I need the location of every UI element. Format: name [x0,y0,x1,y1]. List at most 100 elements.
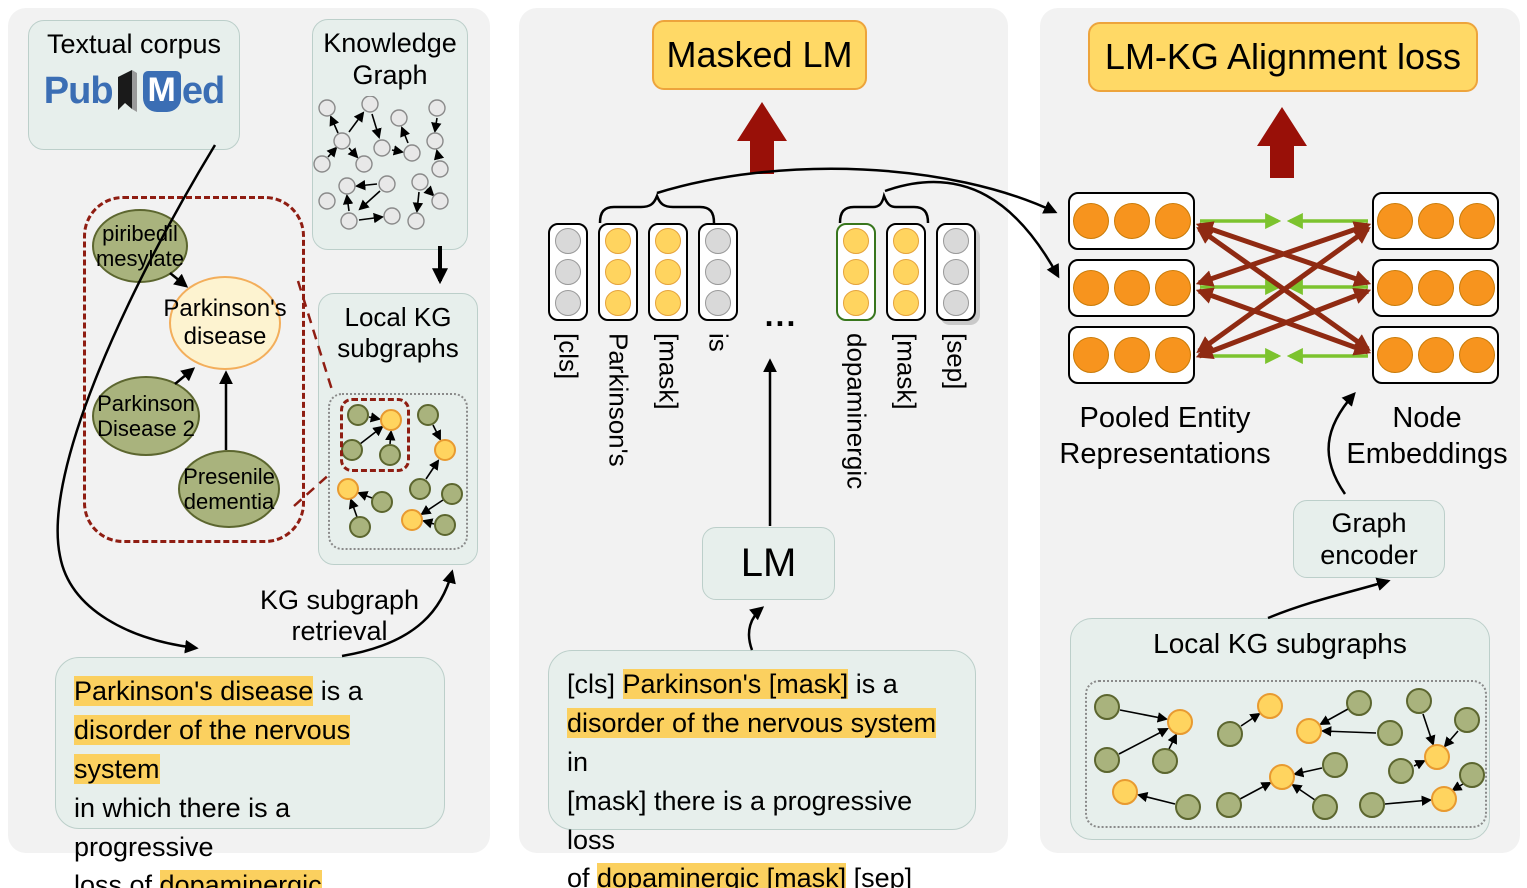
local-kg-subgraphs-title-right: Local KG subgraphs [1153,628,1407,659]
pubmed-logo-ed: ed [181,70,225,113]
plain-text: is a [848,669,898,699]
token-label: [sep] [941,333,972,390]
token-embedding-box [598,223,638,321]
embedding-dot [893,228,919,254]
embedding-circle [1417,270,1454,306]
token-column: dopaminergic [836,223,876,588]
plain-text: is a [313,676,363,706]
node-embedding-column [1372,192,1499,384]
plain-text: loss of [74,870,160,888]
corpus-passage-box: Parkinson's disease is a disorder of the … [55,657,445,888]
pubmed-logo-m: M [142,71,181,113]
token-column: [sep] [936,223,976,588]
plain-text: [sep] [846,863,913,888]
token-label: dopaminergic [841,333,872,490]
alignment-loss-title: LM-KG Alignment loss [1104,36,1462,77]
token-label: [mask] [891,333,922,410]
token-embedding-box [936,223,976,321]
pooled-entity-row [1068,326,1195,384]
local-kg-subgraphs-box-right: Local KG subgraphs [1070,618,1490,840]
embedding-dot [943,228,969,254]
masked-lm-title: Masked LM [666,34,853,75]
kg-subgraph-retrieval-label: KG subgraph retrieval [259,585,420,647]
embedding-dot [555,228,581,254]
pooled-entity-column [1068,192,1195,384]
embedding-circle [1458,203,1495,239]
plain-text: in which there is a progressive [74,792,291,862]
embedding-dot [605,290,631,316]
embedding-dot [555,259,581,285]
plain-text: in [567,746,589,777]
plain-text: of [567,863,598,888]
lm-label: LM [740,541,797,585]
embedding-dot [705,290,731,316]
pooled-entity-label: Pooled Entity Representations [1059,402,1271,471]
token-column: is [698,223,738,588]
masked-lm-title-box: Masked LM [652,20,867,90]
token-label: Parkinson's [603,333,634,467]
embedding-circle [1458,270,1495,306]
embedding-circle [1113,270,1150,306]
embedding-dot [705,259,731,285]
embedding-dot [943,290,969,316]
graph-encoder-box: Graph encoder [1293,500,1445,578]
embedding-circle [1072,337,1109,373]
kg-retrieval-panel: Textual corpus Pub M ed Knowledge Graph [8,8,490,888]
alignment-loss-title-box: LM-KG Alignment loss [1088,22,1478,92]
token-column: [mask] [648,223,688,588]
textual-corpus-box: Textual corpus Pub M ed [28,20,240,150]
local-kg-subgraphs-title: Local KG subgraphs [337,302,459,363]
embedding-dot [705,228,731,254]
embedding-circle [1417,203,1454,239]
highlighted-entity-text: Parkinson's disease [74,676,314,706]
token-label: is [703,333,734,352]
highlighted-entity-text: disorder of the nervous system [74,714,351,784]
token-embedding-box [836,223,876,321]
embedding-circle [1376,337,1413,373]
embedding-circle [1417,337,1454,373]
embedding-dot [843,228,869,254]
highlighted-entity-text: dopaminergic [mask] [597,863,847,888]
node-embedding-row [1372,192,1499,250]
embedding-dot [843,290,869,316]
embedding-dot [893,290,919,316]
token-column: Parkinson's [598,223,638,588]
token-label: [cls] [553,333,584,380]
embedding-dot [605,228,631,254]
alignment-panel: LM-KG Alignment loss Pooled Entity Repre… [1040,8,1520,853]
embedding-circle [1154,337,1191,373]
embedding-circle [1154,270,1191,306]
pubmed-logo-pub: Pub [43,70,114,113]
token-label: [mask] [653,333,684,410]
highlighted-subgraph-dashed-box [340,398,410,472]
embedding-circle [1113,203,1150,239]
pooled-entity-row [1068,259,1195,317]
token-embedding-box [548,223,588,321]
lm-box: LM [702,527,835,600]
node-embedding-row [1372,259,1499,317]
embedding-circle [1072,203,1109,239]
embedding-circle [1376,203,1413,239]
token-embedding-row: [cls]Parkinson's[mask]is...dopaminergic[… [548,223,986,588]
pooled-entity-row [1068,192,1195,250]
embedding-circle [1113,337,1150,373]
knowledge-graph-box: Knowledge Graph [312,19,468,250]
plain-text: [mask] there is a progressive loss [567,785,913,855]
embedding-dot [655,259,681,285]
masked-lm-panel: Masked LM [cls]Parkinson's[mask]is...dop… [519,8,1008,888]
embedding-circle [1154,203,1191,239]
embedding-dot [843,259,869,285]
token-embedding-box [886,223,926,321]
embedding-dot [655,228,681,254]
embedding-dot [893,259,919,285]
token-embedding-box [698,223,738,321]
embedding-circle [1072,270,1109,306]
plain-text: [cls] [567,669,623,699]
local-subgraphs-illustration-right [1094,688,1485,820]
embedding-dot [655,290,681,316]
highlighted-entity-text: disorder of the nervous system [567,707,937,738]
